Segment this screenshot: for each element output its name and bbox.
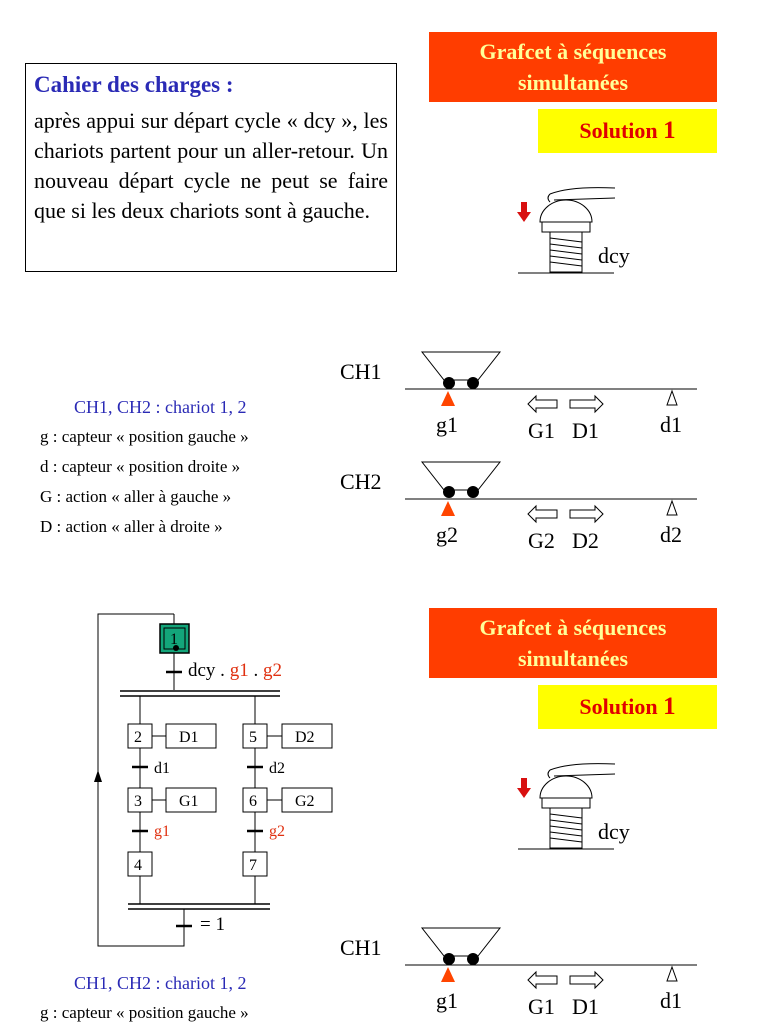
solution-badge-bottom: Solution 1 — [538, 685, 717, 729]
title-banner: Grafcet à séquences simultanées — [429, 32, 717, 102]
cart2-g: g2 — [436, 522, 458, 547]
cart2-name: CH2 — [340, 469, 382, 494]
step-4: 4 — [134, 857, 142, 874]
cart1-g-bottom: g1 — [436, 988, 458, 1013]
button-label-bottom: dcy — [598, 819, 630, 844]
cart2-D: D2 — [572, 528, 599, 553]
receptivity-t1: dcy . g1 . g2 — [188, 660, 282, 682]
action-G1: G1 — [179, 793, 199, 810]
spec-title: Cahier des charges : — [34, 72, 234, 97]
cart1-diagram-bottom — [405, 927, 697, 990]
legend-line-G: G : action « aller à gauche » — [40, 487, 232, 506]
cart1-wheel-left — [443, 377, 455, 389]
cart2-wheel-right — [467, 486, 479, 498]
solution-number: 1 — [663, 117, 676, 144]
arrow-right-icon — [569, 504, 604, 524]
cart1-D: D1 — [572, 418, 599, 443]
receptivity-g1: g1 — [154, 823, 170, 840]
cart2-diagram — [405, 461, 697, 524]
arrow-left-icon — [527, 504, 558, 524]
arrow-left-icon — [527, 394, 558, 414]
step-3: 3 — [134, 793, 142, 810]
loop-arrow-icon — [94, 770, 102, 782]
action-D1: D1 — [179, 729, 199, 746]
push-button-icon-bottom — [517, 763, 616, 850]
title-banner-bottom: Grafcet à séquences simultanées — [429, 608, 717, 678]
title-line2: simultanées — [518, 646, 628, 671]
receptivity-d2: d2 — [269, 760, 285, 777]
cart2-G: G2 — [528, 528, 555, 553]
legend-line-carts: CH1, CH2 : chariot 1, 2 — [74, 973, 247, 993]
initial-step-number: 1 — [170, 631, 178, 648]
sensor-d1-icon — [666, 389, 678, 406]
legend: CH1, CH2 : chariot 1, 2 g : capteur « po… — [40, 392, 249, 542]
legend-line-g: g : capteur « position gauche » — [40, 1003, 249, 1022]
arrow-right-icon — [569, 394, 604, 414]
solution-number: 1 — [663, 693, 676, 720]
grafcet-diagram: 1 2 D1 d1 3 G1 g1 4 5 D2 d2 6 G2 g2 7 — [94, 613, 333, 947]
receptivity-dcy: dcy . — [188, 660, 230, 681]
receptivity-d1: d1 — [154, 760, 170, 777]
title-line1: Grafcet à séquences — [479, 39, 667, 64]
active-token — [173, 645, 179, 651]
spec-text: après appui sur départ cycle « dcy », le… — [34, 108, 388, 223]
step-6: 6 — [249, 793, 257, 810]
receptivity-dot: . — [248, 660, 263, 681]
legend-bottom: CH1, CH2 : chariot 1, 2 g : capteur « po… — [40, 968, 249, 1028]
cart2-d: d2 — [660, 522, 682, 547]
cart1-G-bottom: G1 — [528, 994, 555, 1019]
title-line1: Grafcet à séquences — [479, 615, 667, 640]
action-G2: G2 — [295, 793, 315, 810]
receptivity-t1-g2: g2 — [262, 660, 282, 681]
action-D2: D2 — [295, 729, 315, 746]
cart1-d: d1 — [660, 412, 682, 437]
title-line2: simultanées — [518, 70, 628, 95]
cart1-diagram — [405, 351, 697, 414]
cart1-d-bottom: d1 — [660, 988, 682, 1013]
sensor-g1-icon — [441, 391, 455, 406]
push-button-icon — [517, 187, 616, 274]
solution-badge: Solution 1 — [538, 109, 717, 153]
button-label: dcy — [598, 243, 630, 268]
solution-label: Solution — [579, 118, 664, 143]
receptivity-g2: g2 — [269, 823, 285, 840]
legend-line-d: d : capteur « position droite » — [40, 457, 241, 476]
sensor-g2-icon — [441, 501, 455, 516]
specification-box: Cahier des charges : après appui sur dép… — [25, 63, 397, 272]
step-5: 5 — [249, 729, 257, 746]
cart1-g: g1 — [436, 412, 458, 437]
step-7: 7 — [249, 857, 257, 874]
step-2: 2 — [134, 729, 142, 746]
solution-label: Solution — [579, 694, 664, 719]
cart1-name: CH1 — [340, 359, 382, 384]
legend-line-g: g : capteur « position gauche » — [40, 427, 249, 446]
cart1-wheel-right — [467, 377, 479, 389]
cart1-G: G1 — [528, 418, 555, 443]
cart1-name-bottom: CH1 — [340, 935, 382, 960]
cart1-D-bottom: D1 — [572, 994, 599, 1019]
sensor-d2-icon — [666, 499, 678, 516]
receptivity-t1-g1: g1 — [229, 660, 249, 681]
receptivity-final: = 1 — [200, 914, 225, 935]
cart2-wheel-left — [443, 486, 455, 498]
legend-line-carts: CH1, CH2 : chariot 1, 2 — [74, 397, 247, 417]
legend-line-D: D : action « aller à droite » — [40, 517, 223, 536]
